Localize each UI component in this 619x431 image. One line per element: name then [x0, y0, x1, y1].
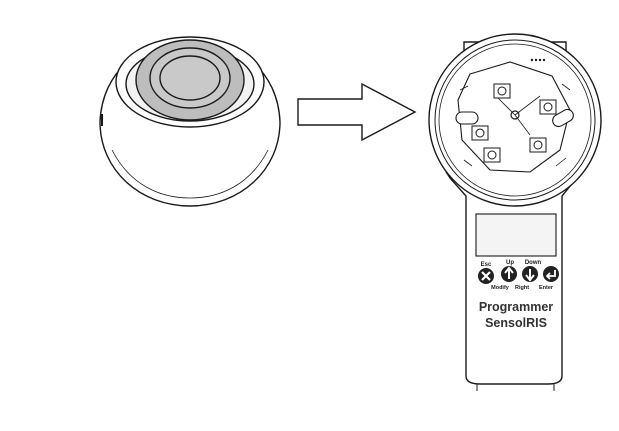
down-label: Down [525, 260, 542, 266]
enter-button[interactable]: Enter [539, 266, 559, 291]
right-label: Right [515, 285, 529, 291]
smoke-detector-icon [99, 36, 281, 207]
device-title-line2: SensolRIS [485, 316, 547, 330]
esc-label: Esc [481, 262, 492, 268]
lcd-screen [475, 213, 557, 257]
esc-button[interactable]: Esc [478, 262, 494, 284]
device-title-line1: Programmer [479, 300, 553, 314]
enter-label: Enter [539, 285, 554, 291]
arrow-down-circle-icon [525, 269, 535, 282]
x-circle-icon [481, 271, 491, 281]
programmer-device: Esc Up Modify Down Right Enter Programme… [428, 33, 602, 391]
down-button[interactable]: Down Right [515, 260, 542, 291]
up-button[interactable]: Up Modify [491, 260, 517, 291]
modify-label: Modify [491, 285, 510, 291]
arrow-up-circle-icon [504, 266, 514, 279]
enter-circle-icon [545, 270, 556, 280]
up-label: Up [506, 260, 514, 266]
right-arrow-icon [297, 82, 417, 142]
